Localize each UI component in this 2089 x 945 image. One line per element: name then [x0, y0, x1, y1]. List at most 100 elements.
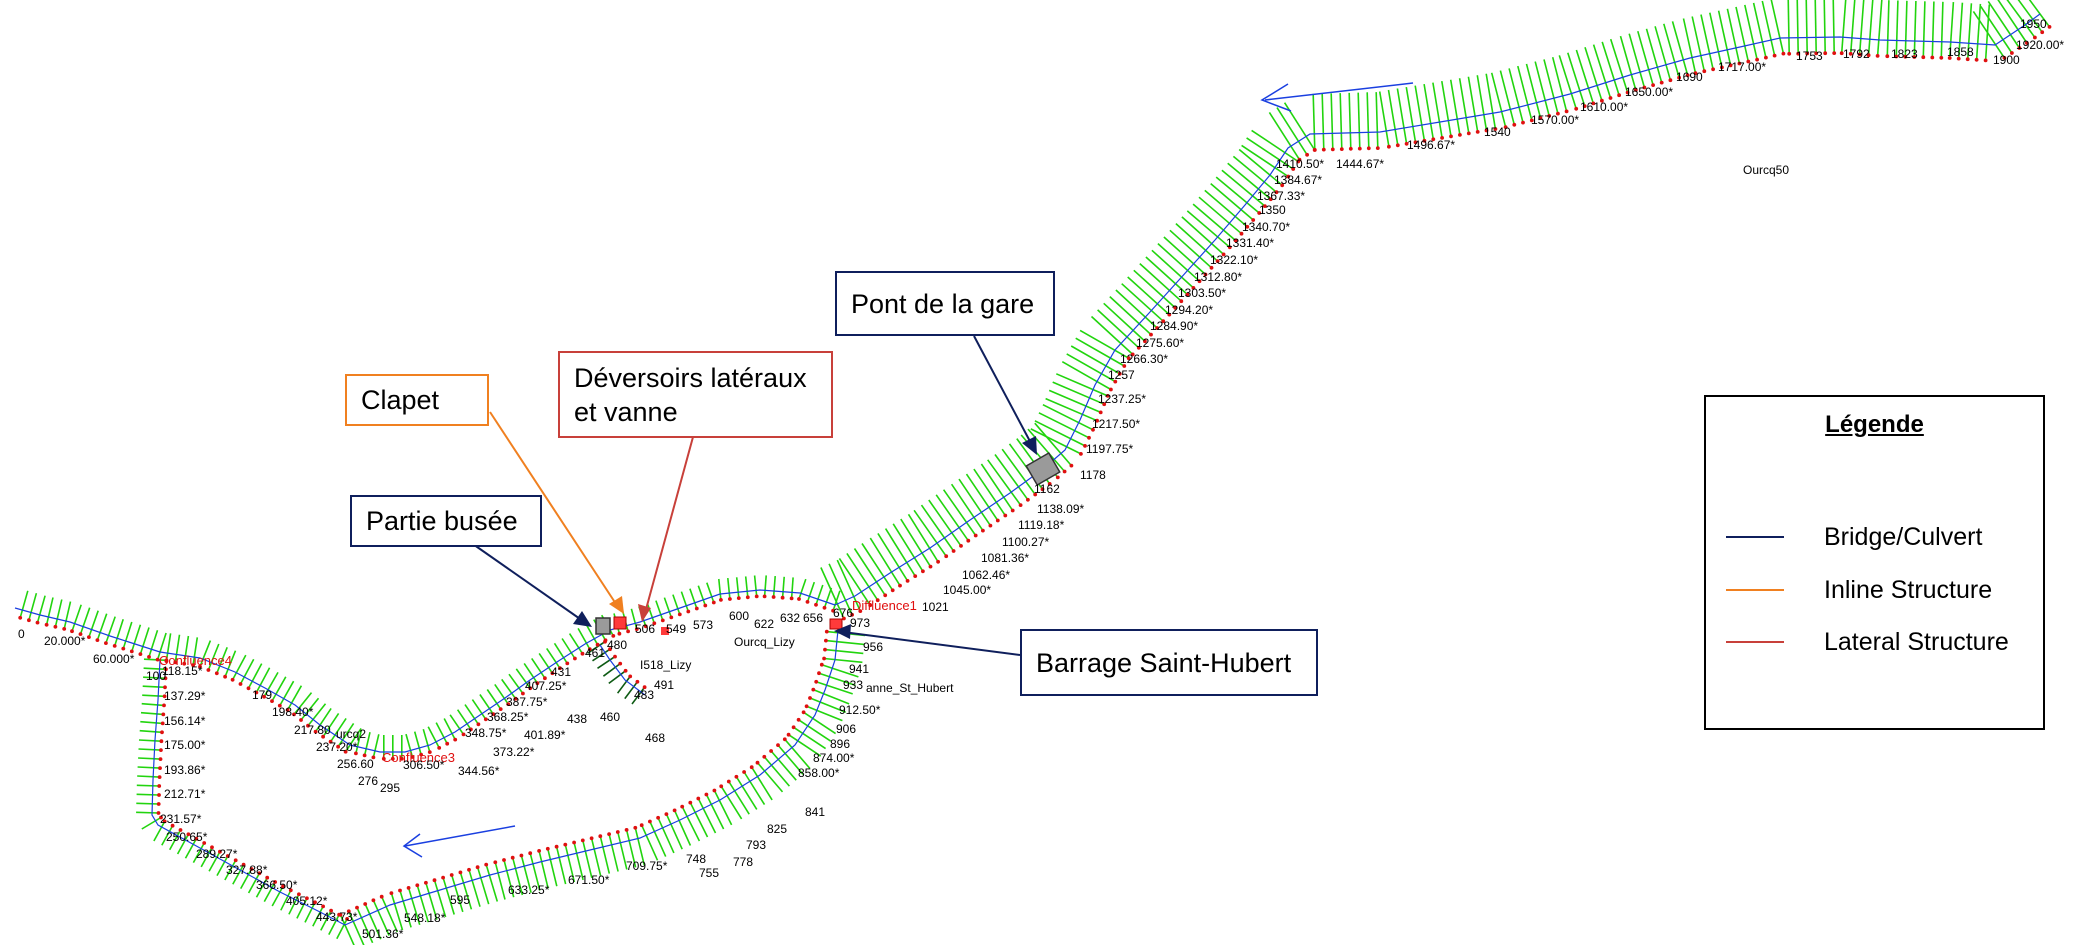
station-label: 841 — [805, 805, 825, 819]
bank-point — [355, 905, 359, 910]
vanne-structure[interactable] — [661, 627, 669, 635]
river-centerline[interactable] — [151, 659, 346, 926]
section-tick-icon — [1175, 223, 1219, 262]
river-centerline[interactable] — [834, 13, 2041, 606]
station-label: 306.50* — [403, 758, 445, 772]
bank-point — [1280, 183, 1285, 188]
section-tick-icon — [511, 857, 524, 896]
bank-point — [1894, 54, 1899, 59]
section-tick-icon — [1997, 0, 2028, 44]
station-label: 368.25* — [487, 710, 529, 724]
section-tick-icon — [216, 855, 229, 876]
section-tick-icon — [1867, 0, 1874, 56]
bank-point — [277, 703, 282, 708]
section-tick-icon — [697, 585, 707, 606]
bank-point — [156, 802, 161, 806]
bank-point — [615, 830, 620, 834]
station-label: 460 — [600, 710, 620, 724]
bank-point — [703, 603, 708, 608]
station-label: 1303.50* — [1178, 286, 1226, 300]
section-tick-icon — [1709, 12, 1723, 68]
section-tick-icon — [531, 657, 546, 679]
bank-point — [1069, 463, 1074, 468]
section-tick-icon — [1476, 75, 1488, 131]
station-label: 1062.46* — [962, 568, 1010, 582]
section-tick-icon — [142, 685, 166, 689]
section-tick-icon — [1055, 373, 1109, 397]
section-tick-icon — [798, 719, 832, 742]
bank-point — [502, 858, 506, 862]
section-tick-icon — [538, 652, 554, 674]
river-centerline[interactable] — [349, 629, 611, 753]
bank-point — [776, 743, 780, 747]
bank-point — [297, 892, 301, 897]
section-tick-icon — [892, 523, 924, 572]
section-tick-icon — [296, 897, 308, 919]
section-tick-icon — [486, 689, 502, 710]
bank-point — [1930, 55, 1935, 60]
section-tick-icon — [141, 816, 162, 830]
bank-point — [95, 638, 100, 642]
section-tick-icon — [449, 714, 465, 735]
bank-point — [1466, 131, 1471, 136]
clapet-structure[interactable] — [613, 616, 627, 630]
section-tick-icon — [165, 633, 172, 662]
station-label: 118.15* — [162, 664, 203, 678]
river-centerline[interactable] — [344, 629, 839, 926]
section-tick-icon — [590, 838, 602, 876]
bank-point — [182, 661, 187, 666]
bank-point — [1348, 146, 1353, 151]
section-tick-icon — [1940, 1, 1944, 58]
bank-point — [1983, 58, 1988, 63]
station-label: 1570.00* — [1531, 113, 1579, 127]
bank-point — [510, 855, 515, 860]
bank-point — [822, 605, 827, 610]
section-tick-icon — [869, 537, 901, 587]
section-tick-icon — [1849, 0, 1856, 54]
section-tick-icon — [806, 581, 816, 603]
section-tick-icon — [1181, 216, 1225, 255]
bank-point — [959, 544, 963, 548]
bank-point — [346, 909, 351, 914]
bank-point — [1651, 83, 1655, 87]
bank-point — [285, 708, 290, 712]
section-tick-icon — [1601, 41, 1620, 96]
bank-point — [313, 729, 318, 734]
station-label: 1257 — [1108, 368, 1135, 382]
bank-point — [988, 523, 993, 528]
station-label: 941 — [849, 662, 869, 676]
section-tick-icon — [825, 639, 865, 646]
bank-point — [1357, 146, 1362, 151]
river-centerline[interactable] — [599, 644, 646, 696]
bank-point — [780, 595, 785, 600]
bank-point — [1274, 190, 1279, 195]
bank-point — [981, 528, 985, 533]
section-tick-icon — [314, 707, 332, 733]
section-tick-icon — [105, 616, 116, 644]
section-tick-icon — [520, 855, 532, 893]
partie-busee-structure[interactable] — [595, 617, 611, 635]
section-tick-icon — [828, 563, 853, 616]
section-tick-icon — [1700, 14, 1714, 70]
bank-point — [299, 718, 303, 722]
legend-label-bridge: Bridge/Culvert — [1824, 522, 1983, 551]
bank-point — [694, 606, 699, 611]
bank-point — [617, 631, 622, 636]
section-tick-icon — [239, 868, 253, 889]
bank-point — [230, 677, 235, 682]
river-centerline[interactable] — [609, 589, 836, 631]
barrage-saint-hubert-structure[interactable] — [829, 618, 843, 630]
bank-point — [1875, 54, 1880, 58]
river-centerline[interactable] — [14, 607, 161, 653]
pont-de-la-gare-structure[interactable] — [1025, 451, 1061, 487]
section-tick-icon — [293, 692, 313, 715]
bank-point — [398, 888, 402, 893]
section-tick-icon — [798, 578, 807, 600]
bank-point — [528, 851, 533, 856]
callout-deversoirs-line2: et vanne — [574, 396, 678, 427]
section-tick-icon — [824, 648, 864, 655]
river-centerline[interactable] — [159, 651, 351, 746]
section-tick-icon — [168, 829, 182, 851]
section-tick-icon — [1984, 4, 1991, 61]
section-tick-icon — [442, 877, 455, 915]
